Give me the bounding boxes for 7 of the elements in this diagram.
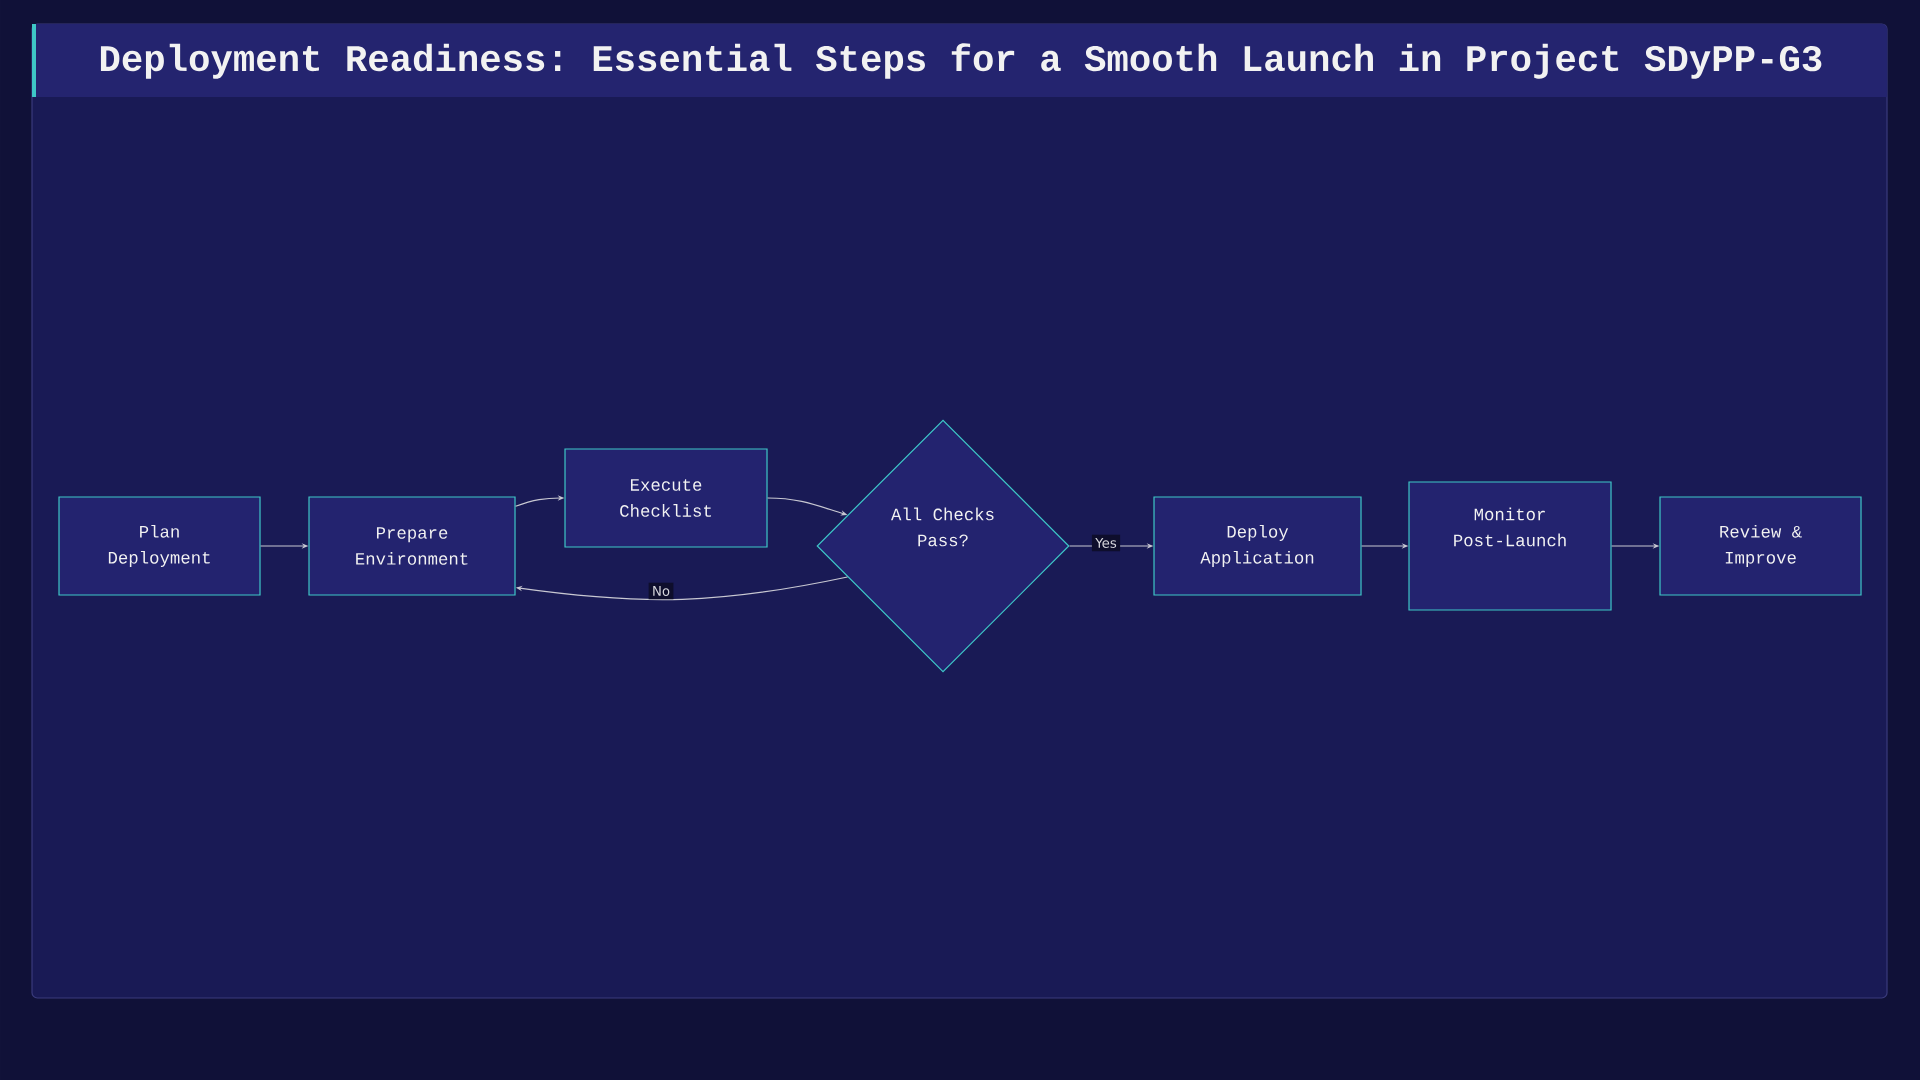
process-box: Execute Checklist xyxy=(564,448,768,548)
process-box: Plan Deployment xyxy=(58,496,261,596)
process-box: Monitor Post-Launch xyxy=(1408,481,1612,611)
process-box: Review & Improve xyxy=(1659,496,1862,596)
title-bar: Deployment Readiness: Essential Steps for a Smooth Launch in Project SDyPP-G3 xyxy=(32,24,1887,97)
process-box: Prepare Environment xyxy=(308,496,516,596)
process-box: Deploy Application xyxy=(1153,496,1362,596)
